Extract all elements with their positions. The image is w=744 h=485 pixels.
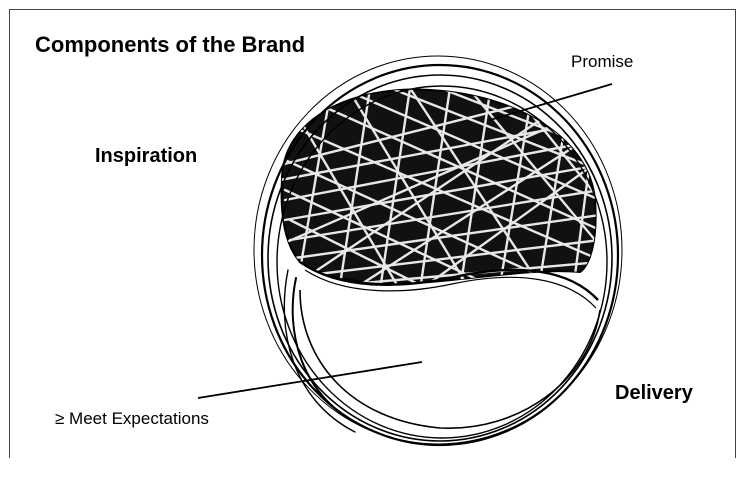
meet-expectations-label: ≥ Meet Expectations [55,409,209,429]
promise-label: Promise [571,52,633,72]
delivery-label: Delivery [615,382,693,405]
expectations-region [300,290,600,428]
inspiration-label: Inspiration [95,145,197,168]
